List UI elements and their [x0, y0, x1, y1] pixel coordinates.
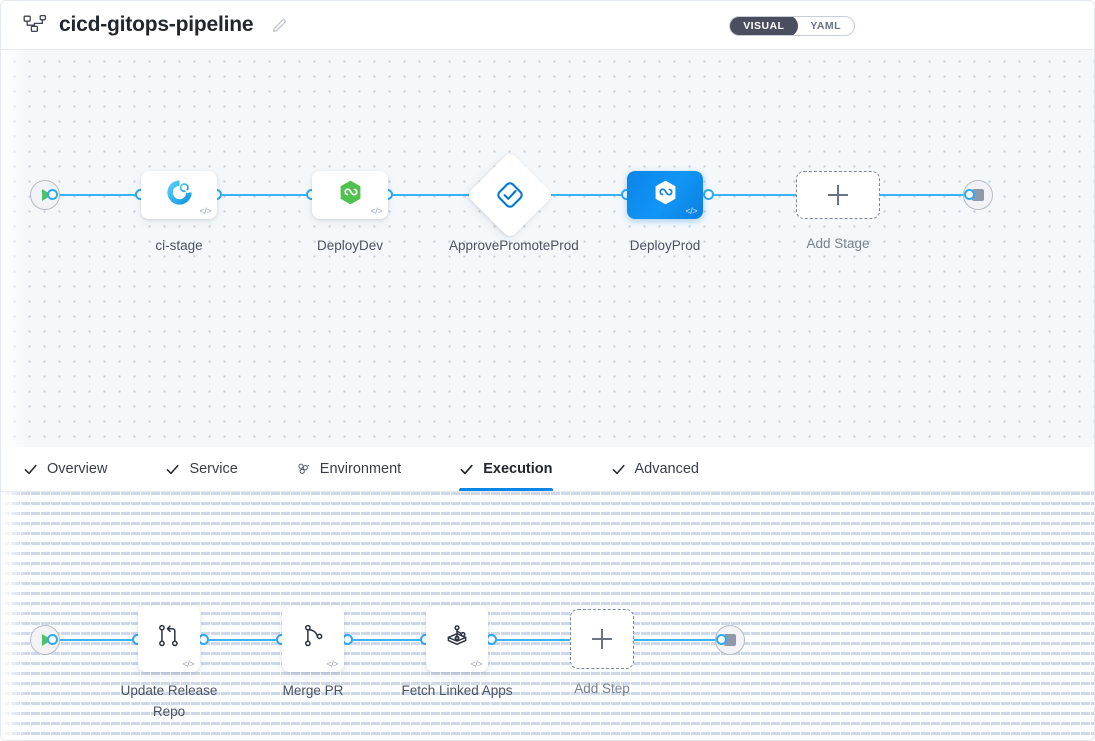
stage-label-deploy-prod: DeployProd — [629, 238, 701, 253]
add-stage-label: Add Stage — [806, 236, 870, 251]
tab-service[interactable]: Service — [165, 447, 259, 491]
white-hexagon-infinity-icon — [652, 179, 679, 211]
check-icon — [23, 462, 38, 477]
step-node-merge-pr[interactable]: </> — [282, 605, 344, 672]
pipeline-nodes-icon — [23, 14, 49, 36]
code-badge: </> — [199, 206, 211, 216]
harness-ci-icon — [166, 179, 193, 211]
wire-start-to-update-release-repo — [53, 639, 143, 641]
page-title: cicd-gitops-pipeline — [59, 13, 254, 36]
cluster-icon — [296, 462, 311, 477]
tab-overview[interactable]: Overview — [23, 447, 129, 491]
check-icon — [459, 462, 474, 477]
code-badge: </> — [370, 206, 382, 216]
code-badge: </> — [182, 659, 194, 669]
wire-merge-pr-to-fetch-linked-apps — [345, 639, 431, 641]
tab-label: Execution — [483, 461, 553, 477]
git-merge-icon — [154, 621, 184, 656]
play-icon — [41, 634, 52, 646]
green-hexagon-infinity-icon — [337, 179, 364, 211]
stage-canvas[interactable]: </> ci-stage </> DeployDev — [1, 50, 1094, 447]
wire-start-to-ci — [53, 194, 143, 196]
plus-icon — [592, 629, 612, 649]
stage-label-deploy-dev: DeployDev — [316, 238, 384, 253]
plus-icon — [828, 185, 848, 205]
wire-add-step-to-end — [632, 639, 720, 641]
execution-steps-canvas[interactable]: </> Update Release Repo — [1, 492, 1094, 740]
code-badge: </> — [470, 659, 482, 669]
wire-fetch-linked-apps-to-add-step — [489, 639, 573, 641]
stage-config-tabs: Overview Service — [1, 447, 1094, 492]
wire-approve-to-deployprod — [543, 194, 631, 196]
stage-label-approve-promote-prod: ApprovePromoteProd — [449, 238, 579, 253]
add-step-button[interactable] — [570, 609, 634, 669]
git-branch-icon — [298, 621, 328, 656]
tab-label: Overview — [47, 461, 108, 477]
harness-gitops-icon — [442, 621, 472, 656]
port-end-in[interactable] — [964, 189, 975, 200]
step-label-merge-pr: Merge PR — [282, 683, 344, 698]
code-badge: </> — [326, 659, 338, 669]
stop-icon — [972, 189, 984, 201]
toggle-yaml[interactable]: YAML — [810, 20, 841, 32]
play-icon — [41, 189, 52, 201]
add-step-label: Add Step — [574, 681, 630, 696]
step-node-update-release-repo[interactable]: </> — [138, 605, 200, 672]
step-label-update-release-repo: Update Release Repo — [120, 683, 218, 719]
tab-label: Service — [189, 461, 238, 477]
tab-label: Advanced — [634, 461, 700, 477]
step-label-fetch-linked-apps: Fetch Linked Apps — [401, 683, 513, 698]
pipeline-header: cicd-gitops-pipeline VISUAL YAML — [1, 1, 1094, 50]
add-stage-button[interactable] — [796, 171, 880, 219]
stop-icon — [724, 634, 736, 646]
stage-label-ci-stage: ci-stage — [155, 238, 203, 253]
stage-graph: </> ci-stage </> DeployDev — [1, 50, 1094, 447]
port-exec-end-in[interactable] — [716, 634, 727, 645]
wire-deployprod-to-addstage — [706, 194, 798, 196]
stage-node-deploy-dev[interactable]: </> — [312, 171, 388, 219]
tab-label: Environment — [319, 461, 402, 477]
port-deploy-prod-out[interactable] — [703, 189, 714, 200]
port-exec-start-out[interactable] — [47, 634, 58, 645]
tab-execution[interactable]: Execution — [459, 447, 574, 491]
view-mode-toggle[interactable]: VISUAL YAML — [729, 16, 855, 36]
check-icon — [165, 462, 180, 477]
wire-ci-to-deploydev — [214, 194, 319, 196]
pencil-edit-icon[interactable] — [271, 17, 288, 34]
step-graph: </> Update Release Repo — [1, 492, 1094, 740]
step-node-fetch-linked-apps[interactable]: </> — [426, 605, 488, 672]
header-left-group: cicd-gitops-pipeline — [23, 13, 288, 37]
port-start-out[interactable] — [47, 189, 58, 200]
wire-deploydev-to-approve — [385, 194, 477, 196]
wire-update-release-repo-to-merge-pr — [201, 639, 286, 641]
wire-addstage-to-end — [878, 194, 968, 196]
tab-advanced[interactable]: Advanced — [611, 447, 722, 491]
check-icon — [611, 462, 626, 477]
stage-node-ci-stage[interactable]: </> — [141, 171, 217, 219]
stage-node-deploy-prod[interactable]: </> — [627, 171, 703, 219]
toggle-visual[interactable]: VISUAL — [730, 17, 799, 35]
tab-environment[interactable]: Environment — [296, 447, 423, 491]
code-badge: </> — [685, 206, 697, 216]
stage-node-approve-promote-prod[interactable] — [466, 151, 554, 239]
